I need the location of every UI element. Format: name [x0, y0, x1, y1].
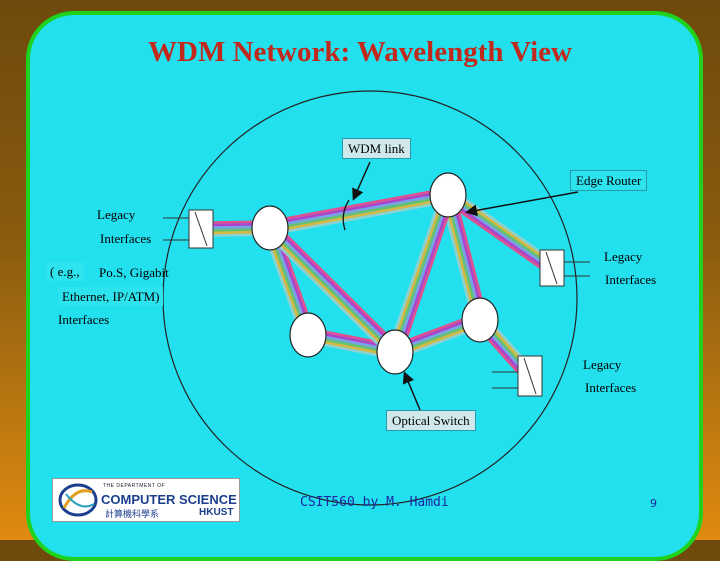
example-label-interfaces: Interfaces [58, 312, 110, 327]
wdm-link-AB-lambda-5 [270, 197, 449, 234]
wdm-link-AB-lambda-6 [270, 200, 450, 236]
slide-panel [26, 11, 703, 561]
legacy-bottom-label-line1: Legacy [583, 357, 622, 372]
wdm-link-BD-lambda-2 [397, 195, 453, 354]
wdm-link-AB-lambda-4 [269, 194, 449, 231]
legacy-interface-box-left [188, 209, 214, 249]
interface-stub-2-lambda-2 [445, 197, 551, 273]
department-logo-emblem-icon [58, 483, 98, 517]
legacy-bottom-label-line2: Interfaces [585, 380, 637, 395]
logo-line-a: THE DEPARTMENT OF [103, 483, 166, 489]
legacy-interface-box-bottom [517, 355, 543, 397]
wavelength-bracket-icon [342, 199, 350, 231]
edge-router-label: Edge Router [570, 170, 648, 191]
wdm-link-AB-lambda-3 [269, 192, 449, 229]
logo-line-b: COMPUTER SCIENCE [101, 492, 237, 507]
legacy-left-label-line2: Interfaces [100, 231, 152, 246]
wdm-link-AD-lambda-2 [271, 224, 399, 351]
interface-stub-2-lambda-1 [443, 199, 550, 275]
wdm-link-AD-lambda-1 [273, 222, 401, 349]
legacy-left-label-line1: Legacy [97, 207, 136, 222]
department-logo: THE DEPARTMENT OF COMPUTER SCIENCE 計算機科學… [52, 478, 240, 522]
optical-switch-label: Optical Switch [386, 410, 476, 431]
footer-credit: CSIT560 by M. Hamdi [300, 495, 449, 510]
legacy-right-label-line1: Legacy [604, 249, 643, 264]
interface-stub-2-lambda-6 [450, 188, 557, 264]
logo-line-c: 計算機科學系 [105, 509, 160, 519]
wdm-network-diagram [162, 90, 590, 506]
optical-switch-pointer-arrow [402, 371, 421, 411]
edge-router-pointer-arrow [465, 191, 579, 217]
optical-switch-node-icon [289, 312, 327, 358]
wdm-link-AB-lambda-2 [269, 189, 448, 226]
optical-switch-node-icon [429, 172, 467, 218]
interface-stub-2-lambda-3 [446, 195, 552, 271]
wdm-link-BD-lambda-6 [387, 192, 444, 351]
wdm-link-AD-lambda-5 [266, 229, 394, 356]
legacy-interface-box-right [539, 249, 565, 287]
wdm-link-BD-lambda-4 [392, 194, 448, 352]
wdm-link-AB-lambda-1 [268, 187, 448, 223]
optical-nodes [251, 172, 499, 375]
wdm-link-BD-lambda-5 [390, 193, 446, 352]
interface-stub-2-lambda-5 [449, 190, 555, 266]
optical-switch-node-icon [251, 205, 289, 251]
wdm-link-pointer-arrow [352, 161, 371, 201]
legacy-right-label-line2: Interfaces [605, 272, 657, 287]
example-label-pos: Po.S, Gigabit [99, 265, 169, 280]
wdm-link-label: WDM link [342, 138, 411, 159]
example-label-ethernet: Ethernet, IP/ATM) [58, 287, 164, 306]
example-label-eg: ( e.g., [46, 262, 84, 281]
wdm-link-AD-lambda-6 [264, 231, 392, 358]
wdm-link-AD-lambda-3 [269, 226, 397, 353]
wdm-link-BD-lambda-1 [399, 196, 456, 355]
optical-switch-node-icon [461, 297, 499, 343]
logo-line-d: HKUST [199, 507, 234, 518]
slide-title: WDM Network: Wavelength View [148, 36, 572, 68]
optical-switch-node-icon [376, 329, 414, 375]
page-number: 9 [650, 497, 657, 510]
wdm-link-AD-lambda-4 [268, 228, 396, 354]
wdm-link-BD-lambda-3 [395, 195, 451, 353]
